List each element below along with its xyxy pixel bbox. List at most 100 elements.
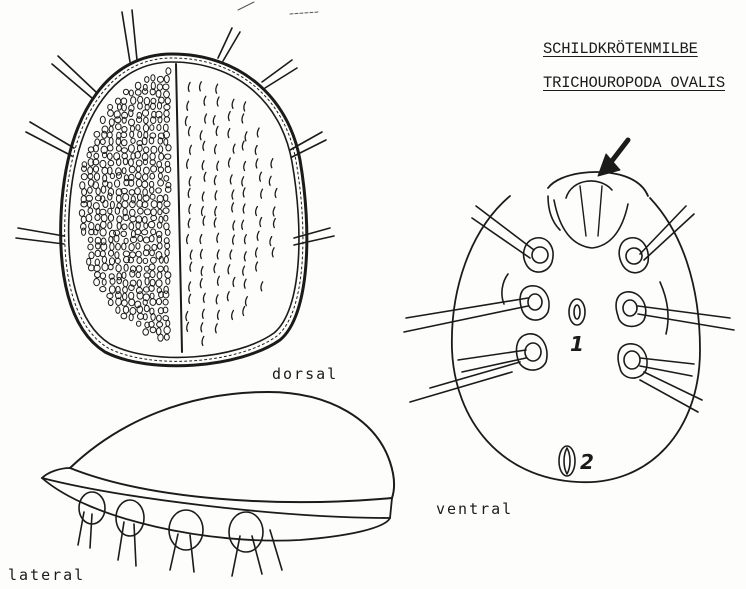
sculpture-pit	[95, 250, 100, 256]
sculpture-pit	[164, 256, 168, 263]
sculpture-pit	[100, 116, 105, 123]
sculpture-pit	[157, 315, 162, 321]
sculpture-mark	[190, 250, 192, 259]
sculpture-mark	[275, 189, 277, 198]
sculpture-pit	[108, 222, 112, 229]
sculpture-mark	[244, 279, 246, 288]
sculpture-pit	[108, 214, 113, 221]
sculpture-mark	[243, 307, 245, 316]
sculpture-pit	[157, 161, 162, 167]
sculpture-mark	[215, 145, 217, 154]
sculpture-pit	[144, 147, 149, 153]
sculpture-pit	[143, 329, 149, 335]
sculpture-pit	[95, 215, 100, 221]
dorsal-shield-outline	[61, 54, 307, 366]
sculpture-pit	[82, 189, 87, 196]
sculpture-pit	[145, 77, 149, 83]
sculpture-pit	[124, 264, 128, 271]
sculpture-mark	[201, 249, 203, 258]
sculpture-pit	[81, 201, 87, 207]
sculpture-mark	[242, 141, 244, 150]
lateral-dome	[70, 392, 394, 498]
sculpture-mark	[233, 144, 235, 153]
sculpture-pit	[129, 119, 135, 126]
sculpture-pit	[101, 243, 107, 251]
sculpture-pit	[100, 139, 105, 144]
sculpture-pit	[123, 287, 128, 293]
sculpture-mark	[233, 277, 235, 286]
sculpture-pit	[109, 258, 114, 265]
sculpture-pit	[109, 236, 113, 242]
sculpture-pit	[163, 84, 169, 90]
sculpture-mark	[217, 161, 219, 170]
title-common-name: SCHILDKRÖTENMILBE	[543, 40, 698, 58]
sculpture-pit	[110, 243, 114, 251]
sculpture-pit	[116, 146, 121, 152]
sculpture-mark	[216, 295, 218, 304]
sculpture-pit	[151, 201, 157, 208]
sculpture-mark	[255, 146, 257, 155]
sculpture-pit	[144, 305, 149, 311]
sculpture-mark	[215, 324, 217, 333]
sculpture-pit	[107, 153, 112, 159]
sculpture-mark	[227, 292, 229, 301]
sculpture-pit	[157, 322, 163, 327]
sculpture-mark	[243, 266, 245, 275]
sculpture-pit	[123, 293, 127, 300]
sculpture-pit	[121, 132, 127, 137]
sculpture-mark	[232, 99, 234, 108]
sculpture-pit	[88, 208, 93, 214]
sculpture-pit	[130, 201, 136, 208]
sculpture-pit	[135, 229, 141, 234]
sculpture-pit	[123, 306, 128, 313]
sculpture-pit	[158, 209, 162, 214]
sculpture-pit	[116, 265, 121, 272]
sculpture-pit	[89, 222, 94, 229]
sculpture-pit	[109, 250, 114, 256]
shield-1	[569, 299, 585, 325]
scan-artifacts	[238, 2, 318, 14]
sculpture-pit	[131, 266, 136, 272]
marker-1: 1	[570, 332, 584, 356]
sculpture-mark	[201, 323, 203, 332]
title-scientific-name: TRICHOUROPODA OVALIS	[543, 74, 725, 92]
sculpture-mark	[202, 192, 204, 201]
sculpture-pit	[102, 279, 106, 285]
sculpture-mark	[242, 177, 244, 186]
sculpture-mark	[272, 248, 274, 257]
sculpture-pit	[151, 75, 155, 81]
sculpture-pit	[156, 299, 161, 305]
sculpture-pit	[157, 272, 162, 279]
sculpture-mark	[246, 297, 248, 306]
sculpture-pit	[122, 127, 127, 133]
sculpture-pit	[108, 105, 113, 110]
sculpture-pit	[166, 68, 171, 75]
sculpture-mark	[203, 293, 205, 302]
sculpture-mark	[216, 126, 218, 135]
sculpture-mark	[218, 276, 220, 285]
sculpture-pit	[131, 97, 136, 105]
sculpture-mark	[204, 172, 206, 181]
sculpture-pit	[136, 125, 140, 131]
sculpture-pit	[151, 166, 157, 172]
sculpture-pit	[109, 119, 114, 126]
sculpture-pit	[109, 137, 113, 145]
sculpture-mark	[257, 231, 259, 240]
sculpture-pit	[122, 201, 128, 208]
sculpture-pit	[150, 327, 156, 333]
sculpture-pit	[164, 266, 168, 272]
label-lateral: lateral	[8, 566, 85, 584]
sculpture-pit	[166, 278, 170, 284]
sculpture-pit	[138, 103, 143, 109]
sculpture-pit	[123, 251, 129, 257]
sculpture-pit	[164, 105, 170, 110]
sculpture-mark	[257, 128, 259, 137]
sculpture-mark	[261, 189, 263, 198]
sculpture-mark	[242, 114, 244, 123]
sculpture-mark	[189, 205, 191, 214]
sculpture-pit	[102, 263, 108, 271]
sculpture-pit	[101, 214, 107, 221]
sculpture-mark	[243, 204, 245, 213]
sculpture-pit	[157, 84, 162, 90]
